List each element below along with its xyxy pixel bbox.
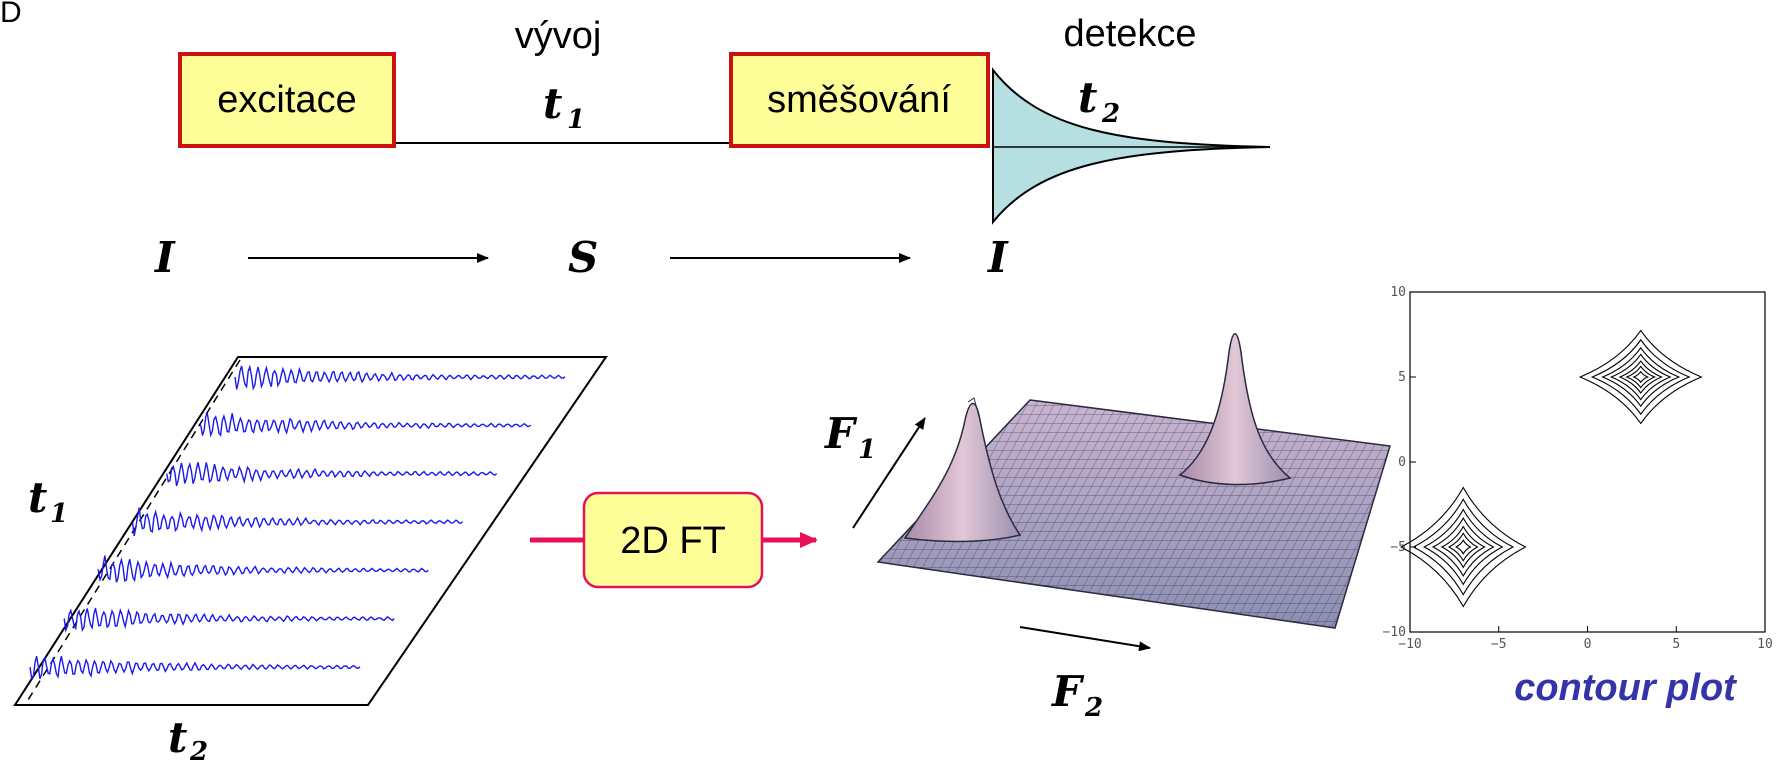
- contour-level: [1447, 532, 1479, 562]
- fid-trace: [63, 607, 395, 633]
- x-tick-label: 0: [1584, 637, 1592, 652]
- f2-axis-arrow: [1019, 626, 1151, 652]
- evolution-time-subscript: 1: [567, 105, 585, 135]
- transfer-start: I: [154, 233, 176, 282]
- contour-ticks: −10 −5 0 5 10 10 5 0 −5 −10: [1383, 285, 1773, 652]
- contour-level: [1423, 508, 1504, 586]
- fid-trace: [131, 507, 463, 537]
- y-tick-label: −5: [1390, 540, 1406, 555]
- contour-level: [1609, 353, 1672, 401]
- excitation-label: excitace: [217, 79, 356, 121]
- contour-level: [1412, 498, 1515, 596]
- transfer-row: I S I: [154, 233, 1009, 282]
- evolution-label: vývoj: [515, 15, 602, 57]
- fid-trace: [97, 555, 429, 583]
- y-tick-label: 10: [1390, 285, 1406, 300]
- spectrum-3d: F 1 F 2: [824, 333, 1391, 723]
- x-tick-label: −10: [1398, 637, 1421, 652]
- contour-level: [1440, 525, 1486, 569]
- fid-stack: t 1 t 2: [13, 356, 608, 762]
- contour-level: [1632, 370, 1650, 384]
- f2-axis-subscript: 2: [1084, 693, 1103, 723]
- fid-trace: [166, 461, 498, 487]
- contour-level: [1399, 486, 1527, 608]
- x-tick-label: −5: [1491, 637, 1507, 652]
- spectrum-peak-1: [903, 402, 1022, 543]
- fid-axis-t2-symbol: t: [168, 713, 187, 762]
- contour-level: [1431, 516, 1495, 578]
- f1-axis-symbol: F: [824, 409, 858, 458]
- f2-axis-symbol: F: [1051, 667, 1085, 716]
- transfer-middle: S: [568, 233, 598, 282]
- contour-level: [1625, 365, 1657, 389]
- transfer-end: I: [987, 233, 1009, 282]
- y-tick-label: −10: [1383, 625, 1406, 640]
- contour-plot: −10 −5 0 5 10 10 5 0 −5 −10 contour plot: [1383, 285, 1773, 709]
- pulse-sequence: excitace vývoj t 1 směšování detekce t 2: [178, 13, 1271, 225]
- evolution-time-symbol: t: [543, 79, 562, 128]
- spectrum-peak-2: [1178, 333, 1292, 486]
- excitation-box: [178, 52, 396, 148]
- f1-axis-subscript: 1: [858, 435, 876, 465]
- x-tick-label: 5: [1672, 637, 1680, 652]
- contour-level: [1590, 338, 1691, 416]
- contour-level: [1578, 329, 1703, 425]
- x-tick-label: 10: [1757, 637, 1773, 652]
- transform-label: 2D FT: [620, 520, 726, 562]
- contour-caption: contour plot: [1514, 667, 1737, 709]
- fid-trace: [234, 364, 566, 391]
- contour-level: [1618, 360, 1663, 394]
- detection-time-subscript: 2: [1101, 99, 1120, 129]
- fid-trace: [199, 411, 532, 438]
- detection-time-symbol: t: [1078, 73, 1097, 122]
- y-tick-label: 0: [1398, 455, 1406, 470]
- y-tick-label: 5: [1398, 370, 1406, 385]
- spectrum-peak-1-ridge: [967, 397, 981, 421]
- contour-levels: [1399, 329, 1703, 608]
- transform-box: [582, 491, 764, 589]
- detection-label: detekce: [1063, 13, 1196, 55]
- contour-level: [1454, 539, 1472, 555]
- contour-frame: [1409, 291, 1766, 633]
- mixing-label: směšování: [767, 79, 951, 121]
- panel-label: D: [0, 0, 22, 29]
- fid-trace: [29, 655, 361, 680]
- contour-level: [1601, 346, 1681, 408]
- transform-step: 2D FT: [530, 491, 818, 589]
- fid-traces: [29, 364, 566, 680]
- fid-axis-t1-subscript: 1: [50, 499, 68, 529]
- fid-axis-t1-symbol: t: [28, 473, 47, 522]
- fid-frame: [13, 356, 608, 706]
- fid-axis-t2-subscript: 2: [189, 737, 208, 762]
- detection-decay-envelope: [992, 67, 1271, 225]
- mixing-box: [729, 52, 990, 148]
- f1-axis-arrow: [852, 417, 926, 529]
